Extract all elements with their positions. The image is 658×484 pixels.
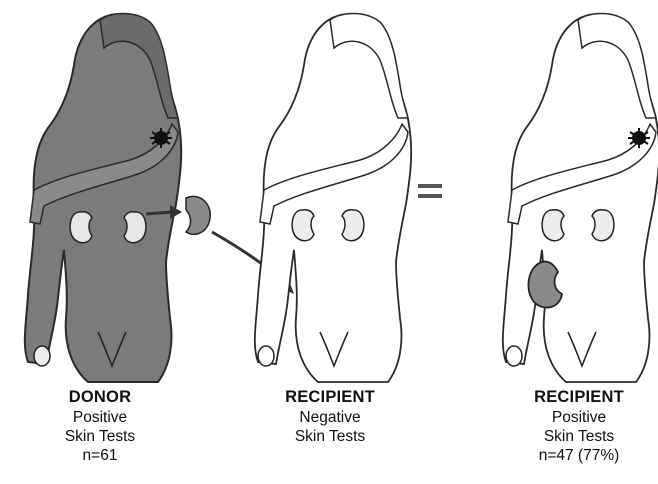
recipient-before-kidney-left — [291, 209, 315, 242]
recipient-after-arm — [507, 122, 657, 225]
recipient-before-test-result: Negative — [299, 409, 361, 426]
transplanted-kidney — [184, 195, 211, 236]
recipient-before-test-label: Skin Tests — [294, 428, 366, 445]
recipient-after-count: n=47 (77%) — [538, 447, 620, 464]
recipient-after-kidney-left — [541, 209, 565, 242]
recipient-after-test-label: Skin Tests — [543, 428, 615, 445]
donor-figure — [23, 12, 183, 383]
donor-hand — [33, 345, 51, 367]
donor-test-label: Skin Tests — [64, 428, 136, 445]
recipient-after-kidney-right — [591, 209, 615, 242]
recipient-before-figure — [253, 12, 413, 383]
recipient-before-title: RECIPIENT — [285, 388, 375, 406]
equals-sign — [418, 184, 442, 198]
recipient-before-kidney-right — [341, 209, 365, 242]
recipient-after-caption: RECIPIENT Positive Skin Tests n=47 (77%) — [479, 388, 658, 465]
recipient-before-body — [253, 13, 413, 383]
recipient-before-caption: RECIPIENT Negative Skin Tests — [230, 388, 430, 446]
recipient-after-title: RECIPIENT — [534, 388, 624, 406]
donor-test-result: Positive — [72, 409, 128, 426]
recipient-after-figure — [501, 12, 658, 383]
recipient-before-arm — [259, 122, 409, 225]
donor-kidney-left — [69, 211, 93, 244]
donor-kidney-right — [123, 211, 147, 244]
donor-count: n=61 — [82, 447, 118, 464]
donor-title: DONOR — [68, 388, 132, 406]
donor-caption: DONOR Positive Skin Tests n=61 — [0, 388, 200, 465]
donor-hair — [99, 12, 179, 119]
recipient-after-test-result: Positive — [551, 409, 607, 426]
recipient-after-transplanted-kidney — [527, 260, 563, 309]
donor-arm — [29, 122, 179, 225]
arrow-donor-to-kidney — [145, 210, 173, 216]
donor-body — [23, 12, 183, 383]
